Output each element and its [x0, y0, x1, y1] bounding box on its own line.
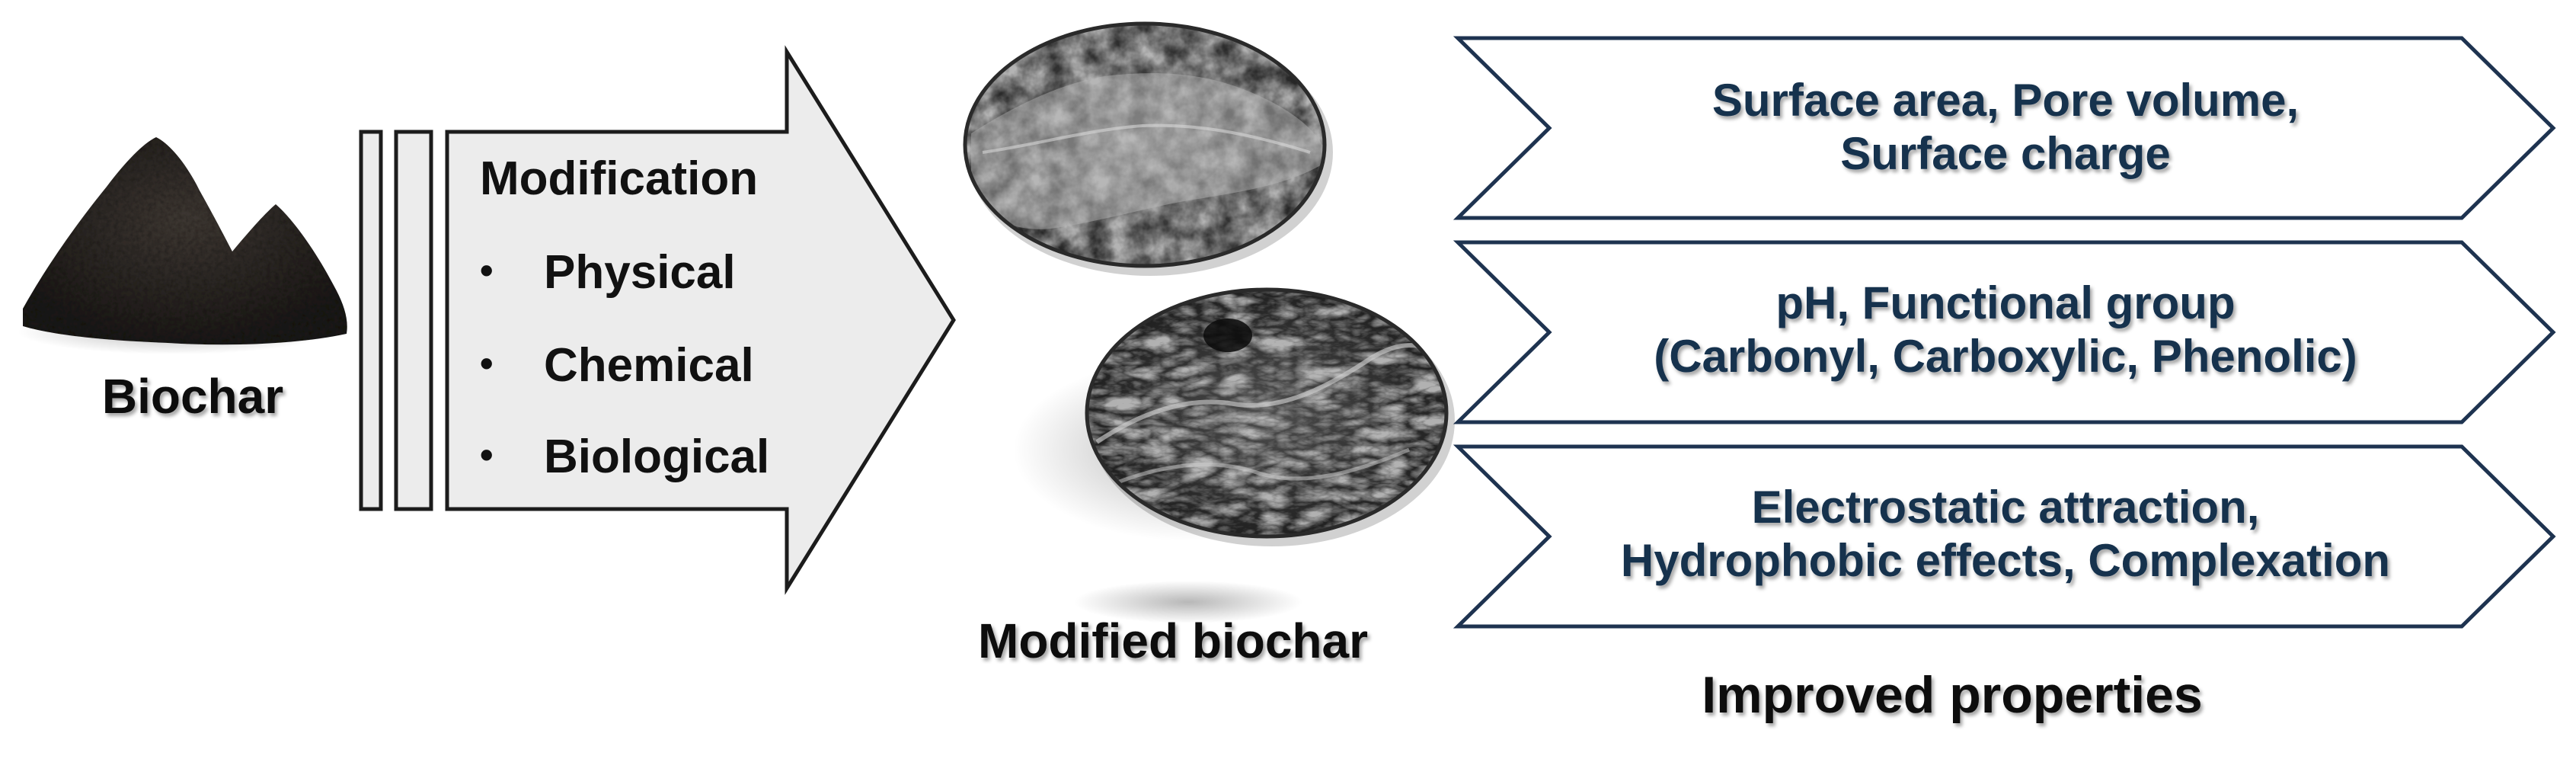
property-3-line-1: Electrostatic attraction, — [1752, 482, 2260, 533]
modification-arrow: Modification • Physical • Chemical • Bio… — [359, 45, 956, 595]
chevron-shape — [1453, 240, 2556, 424]
arrow-body — [445, 45, 956, 595]
sem-bottom-ridge-2 — [1104, 447, 1410, 490]
chevron-shape — [1453, 444, 2556, 629]
bullet-icon: • — [480, 434, 494, 476]
property-1-line-1: Surface area, Pore volume, — [1712, 75, 2299, 126]
property-2-line-1: pH, Functional group — [1775, 277, 2235, 328]
property-chevron-3: Electrostatic attraction, Hydrophobic ef… — [1453, 444, 2556, 629]
bullet-icon: • — [480, 249, 494, 292]
sem-top-ridge — [982, 123, 1311, 154]
chevron-shape — [1453, 36, 2556, 220]
arrow-stripe-1 — [359, 130, 383, 511]
modification-title: Modification — [480, 152, 758, 205]
biochar-label: Biochar — [102, 369, 283, 424]
bullet-icon: • — [480, 342, 494, 385]
method-physical: Physical — [544, 246, 736, 299]
biochar-pile-icon — [18, 137, 347, 354]
label-backdrop-shadow — [1074, 581, 1302, 623]
sem-top-flake — [971, 73, 1325, 229]
arrow-stripe-2 — [394, 130, 433, 511]
property-1-line-2: Surface charge — [1840, 128, 2171, 179]
property-chevron-1: Surface area, Pore volume, Surface charg… — [1453, 36, 2556, 220]
method-chemical: Chemical — [544, 339, 754, 392]
sem-image-bottom — [1013, 287, 1455, 546]
powder-mound — [23, 137, 347, 345]
method-biological: Biological — [544, 431, 769, 483]
modified-biochar-label: Modified biochar — [978, 613, 1368, 668]
improved-properties-caption: Improved properties — [1702, 666, 2203, 724]
property-3-line-2: Hydrophobic effects, Complexation — [1621, 535, 2390, 586]
sem-bottom-pore — [1203, 319, 1252, 352]
sem-bottom-frame — [1085, 287, 1449, 539]
sem-bottom-ridge-1 — [1095, 343, 1445, 444]
sem-image-top — [963, 21, 1333, 276]
property-2-line-2: (Carbonyl, Carboxylic, Phenolic) — [1654, 331, 2357, 382]
property-chevron-2: pH, Functional group (Carbonyl, Carboxyl… — [1453, 240, 2556, 424]
sem-top-frame — [963, 21, 1327, 268]
